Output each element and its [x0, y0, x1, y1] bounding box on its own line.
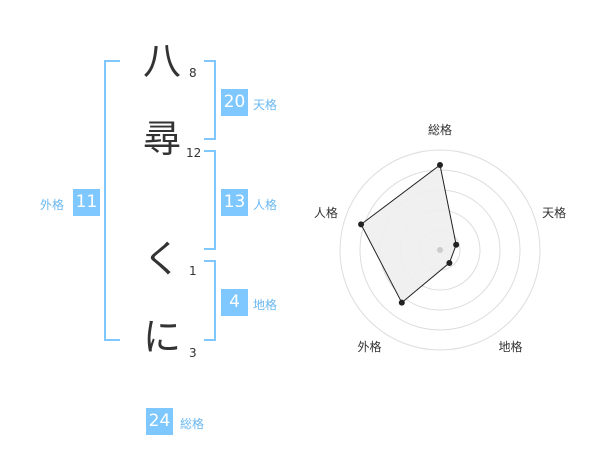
radar-point-4: [398, 299, 405, 306]
stroke-count-1: 8: [189, 66, 197, 80]
radar-point-2: [453, 241, 460, 248]
radar-value-polygon: [360, 164, 457, 304]
radar-point-3: [446, 259, 453, 266]
jinkaku-bracket: [204, 150, 216, 250]
tenkaku-label: 天格: [253, 98, 278, 112]
soukaku-label: 総格: [180, 417, 205, 431]
radar-grid-ring: [339, 149, 541, 351]
radar-axis-label-4: 外格: [357, 339, 381, 354]
stroke-count-4: 3: [189, 346, 197, 360]
stroke-count-3: 1: [189, 264, 197, 278]
tenkaku-value-badge: 20: [221, 89, 248, 116]
name-char-4: に: [142, 315, 181, 359]
name-char-1: 八: [142, 39, 181, 83]
gaikaku-bracket: [104, 60, 120, 341]
radar-axis-label-1: 総格: [428, 122, 452, 137]
tenkaku-bracket: [204, 60, 216, 140]
radar-point-1: [437, 162, 443, 168]
name-char-3: く: [142, 237, 181, 281]
soukaku-value-badge: 24: [146, 408, 173, 435]
gaikaku-value-badge: 11: [73, 189, 100, 216]
radar-axis-label-3: 地格: [499, 339, 523, 354]
chikaku-label: 地格: [253, 298, 278, 312]
radar-center-dot: [437, 247, 443, 253]
stroke-count-2: 12: [186, 146, 202, 160]
jinkaku-value-badge: 13: [221, 189, 248, 216]
radar-point-5: [358, 221, 365, 228]
gaikaku-label: 外格: [40, 198, 65, 212]
radar-axis-label-2: 天格: [542, 205, 566, 220]
chikaku-value-badge: 4: [221, 289, 248, 316]
chikaku-bracket: [204, 260, 216, 341]
jinkaku-label: 人格: [253, 198, 278, 212]
name-char-2: 尋: [142, 117, 181, 161]
radar-axis-label-5: 人格: [314, 205, 338, 220]
